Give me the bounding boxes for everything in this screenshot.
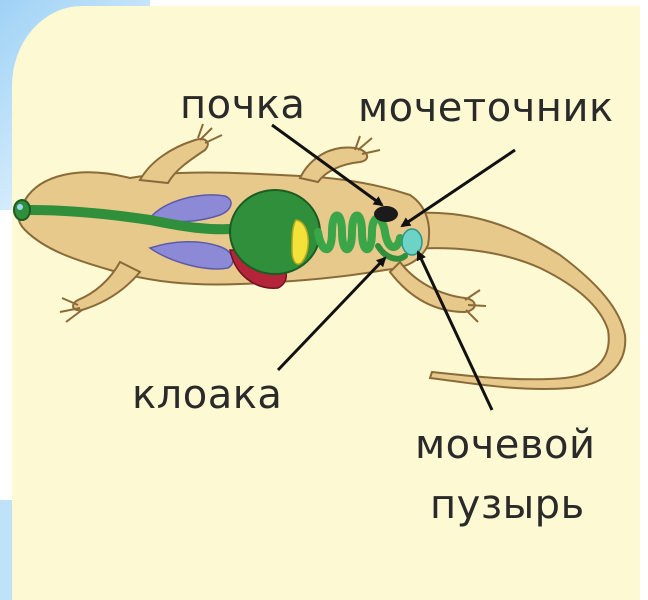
kidney xyxy=(374,206,398,222)
lizard-body xyxy=(18,139,625,389)
label-bladder-line1: мочевой xyxy=(415,425,595,465)
mouth-eye xyxy=(14,200,30,220)
label-bladder-line2: пузырь xyxy=(430,485,585,525)
label-kidney: почка xyxy=(180,85,305,125)
label-ureter: мочеточник xyxy=(358,88,614,128)
label-cloaca: клоака xyxy=(132,375,282,415)
bladder xyxy=(402,229,422,255)
